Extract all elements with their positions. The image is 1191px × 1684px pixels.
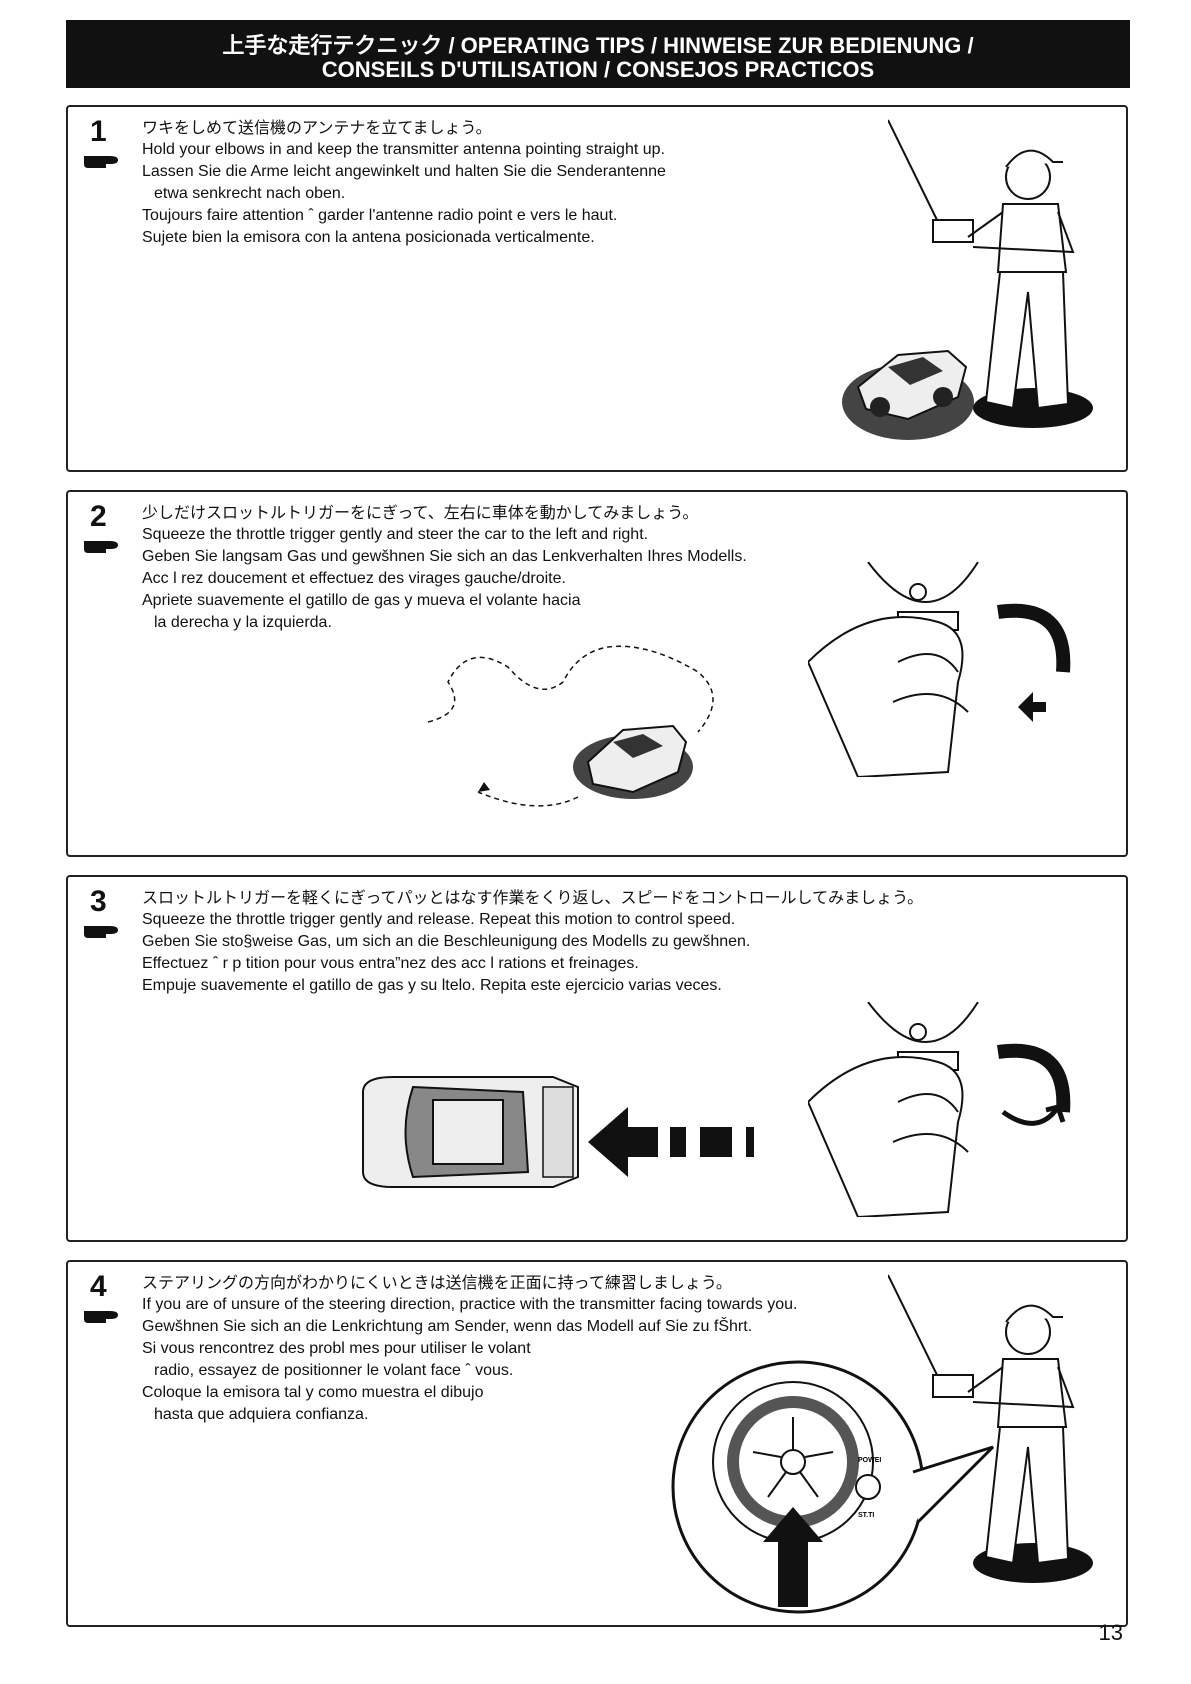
page-number: 13 [1098, 1620, 1123, 1645]
text-spanish: Apriete suavemente el gatillo de gas y m… [142, 592, 581, 609]
text-german-cont: etwa senkrecht nach oben. [154, 185, 346, 202]
text-japanese: ステアリングの方向がわかりにくいときは送信機を正面に持って練習しましょう。 [142, 1273, 732, 1292]
step-number: 2 [90, 500, 107, 533]
tip-section-4: 4 ステアリングの方向がわかりにくいときは送信機を正面に持って練習しましょう。 … [66, 1260, 1128, 1627]
text-english: Squeeze the throttle trigger gently and … [142, 911, 736, 928]
header-title-line-1: 上手な走行テクニック / OPERATING TIPS / HINWEISE Z… [222, 33, 974, 58]
step-text: 少しだけスロットルトリガーをにぎって、左右に車体を動かしてみましょう。 Sque… [142, 502, 747, 634]
text-french: Effectuez ˆ r p tition pour vous entra”n… [142, 955, 639, 972]
step-number: 1 [90, 115, 107, 148]
text-german: Geben Sie langsam Gas und gewšhnen Sie s… [142, 548, 747, 565]
tip-section-3: 3 スロットルトリガーを軽くにぎってパッとはなす作業をくり返し、スピードをコント… [66, 875, 1128, 1242]
page-header: 上手な走行テクニック / OPERATING TIPS / HINWEISE Z… [66, 20, 1130, 88]
car-top-view-illustration [362, 1076, 579, 1188]
text-french: Acc l rez doucement et effectuez des vir… [142, 570, 566, 587]
text-french-cont: radio, essayez de positionner le volant … [154, 1362, 514, 1379]
trigger-hand-illustration [808, 562, 1071, 777]
text-spanish: Empuje suavemente el gatillo de gas y su… [142, 977, 722, 994]
pointing-hand-icon [84, 156, 118, 168]
text-english: Squeeze the throttle trigger gently and … [142, 526, 649, 543]
pointing-hand-icon [84, 926, 118, 938]
text-spanish-cont: hasta que adquiera confianza. [154, 1406, 369, 1423]
text-japanese: スロットルトリガーを軽くにぎってパッとはなす作業をくり返し、スピードをコントロー… [142, 888, 924, 907]
car-path-illustration [428, 645, 714, 807]
step-number: 3 [90, 885, 107, 918]
tip-section-2: 2 少しだけスロットルトリガーをにぎって、左右に車体を動かしてみましょう。 Sq… [66, 490, 1128, 857]
steering-wheel-closeup-illustration: POWEI ST.TI [671, 1360, 995, 1614]
text-english: If you are of unsure of the steering dir… [142, 1296, 798, 1313]
step-number: 4 [90, 1270, 107, 1303]
text-english: Hold your elbows in and keep the transmi… [142, 141, 665, 158]
step-text: ステアリングの方向がわかりにくいときは送信機を正面に持って練習しましょう。 If… [142, 1272, 797, 1426]
power-label: POWEI [858, 1457, 881, 1464]
text-japanese: 少しだけスロットルトリガーをにぎって、左右に車体を動かしてみましょう。 [142, 503, 699, 522]
text-spanish: Coloque la emisora tal y como muestra el… [142, 1384, 484, 1401]
forward-arrow-icon [588, 1107, 754, 1177]
person-with-transmitter-illustration [888, 119, 1093, 428]
text-japanese: ワキをしめて送信機のアンテナを立てましょう。 [142, 118, 492, 137]
person-with-transmitter-illustration [888, 1274, 1093, 1583]
pointing-hand-icon [84, 541, 118, 553]
header-title-line-2: CONSEILS D'UTILISATION / CONSEJOS PRACTI… [321, 57, 875, 82]
text-german: Lassen Sie die Arme leicht angewinkelt u… [142, 163, 666, 180]
text-german: Geben Sie sto§weise Gas, um sich an die … [142, 933, 751, 950]
text-spanish-cont: la derecha y la izquierda. [154, 614, 332, 631]
text-french: Si vous rencontrez des probl mes pour ut… [142, 1340, 531, 1357]
pointing-hand-icon [84, 1311, 118, 1323]
tip-section-1: 1 ワキをしめて送信機のアンテナを立てましょう。 Hold your elbow… [66, 105, 1128, 472]
trigger-hand-illustration [808, 1002, 1071, 1217]
text-french: Toujours faire attention ˆ garder l'ante… [142, 207, 618, 224]
step-text: スロットルトリガーを軽くにぎってパッとはなす作業をくり返し、スピードをコントロー… [142, 887, 923, 997]
rc-car-illustration [842, 349, 974, 440]
text-spanish: Sujete bien la emisora con la antena pos… [142, 229, 595, 246]
text-german: Gewšhnen Sie sich an die Lenkrichtung am… [142, 1318, 753, 1335]
step-text: ワキをしめて送信機のアンテナを立てましょう。 Hold your elbows … [142, 117, 666, 249]
st-trim-label: ST.TI [858, 1512, 874, 1519]
